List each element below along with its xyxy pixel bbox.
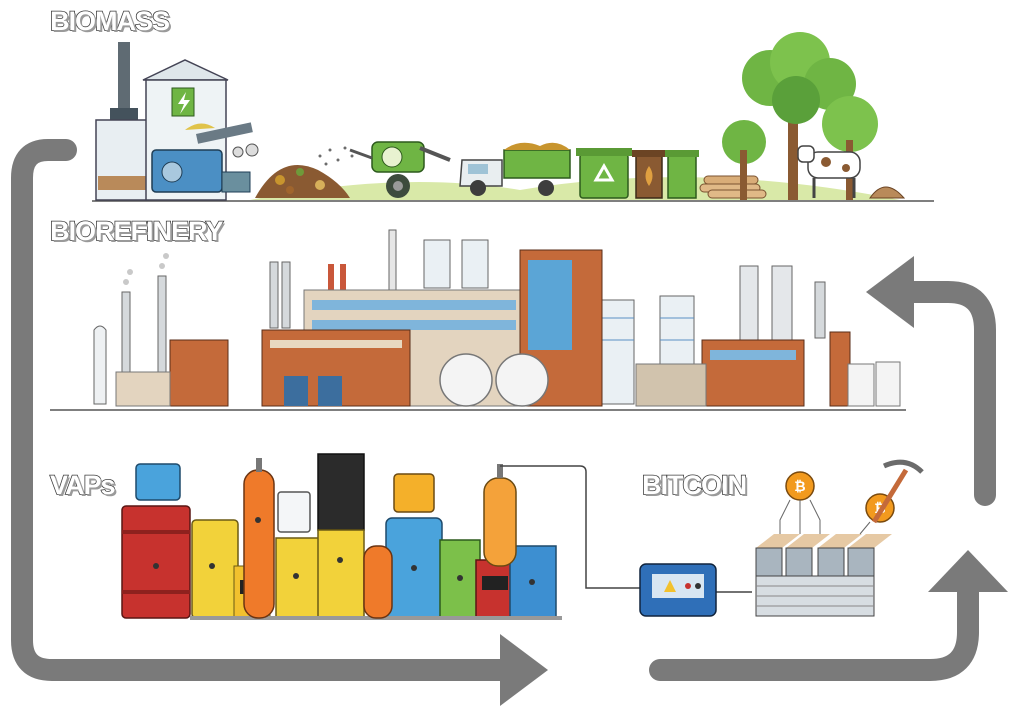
mining-rig-icon xyxy=(755,534,892,617)
organic-bin-icon xyxy=(632,150,699,199)
jerrycan-icon xyxy=(135,463,435,533)
mulcher-icon xyxy=(349,141,451,198)
biomass-row xyxy=(92,32,934,202)
power-plant-icon xyxy=(95,42,229,201)
left-cycle-arrowhead xyxy=(500,634,548,706)
chimney-icon xyxy=(121,229,826,403)
vaps-row xyxy=(121,453,562,620)
pickaxe-icon xyxy=(871,459,924,524)
truck-icon xyxy=(459,142,571,196)
barrel-icon xyxy=(121,453,562,620)
distillation-column-icon xyxy=(93,239,695,405)
bitcoin-label: BITCOIN xyxy=(641,469,748,501)
generator-icon xyxy=(639,563,717,617)
gas-cylinder-icon xyxy=(243,458,517,619)
right-cycle-arrow-bottom xyxy=(649,574,979,681)
biorefinery-row xyxy=(50,229,906,411)
biorefinery-label: BIOREFINERY xyxy=(49,215,224,247)
biomass-label: BIOMASS xyxy=(49,5,171,37)
compost-pile-icon xyxy=(255,146,354,198)
right-cycle-arrow-top xyxy=(899,281,996,506)
right-cycle-arrowhead-bottom xyxy=(928,550,1008,592)
vaps-label: VAPs xyxy=(49,469,116,501)
left-cycle-arrow xyxy=(11,139,511,681)
bitcoin-row: ₿ ₿ xyxy=(500,459,924,617)
chipper-machine-icon xyxy=(151,122,259,193)
bitcoin-icon: ₿ ₿ xyxy=(779,471,895,535)
storage-tank-icon xyxy=(284,353,901,407)
right-cycle-arrowhead-top xyxy=(866,256,914,328)
log-pile-icon xyxy=(699,175,767,199)
cow-icon xyxy=(797,145,861,198)
recycle-bin-icon xyxy=(576,148,632,199)
svg-text:₿: ₿ xyxy=(794,478,805,494)
